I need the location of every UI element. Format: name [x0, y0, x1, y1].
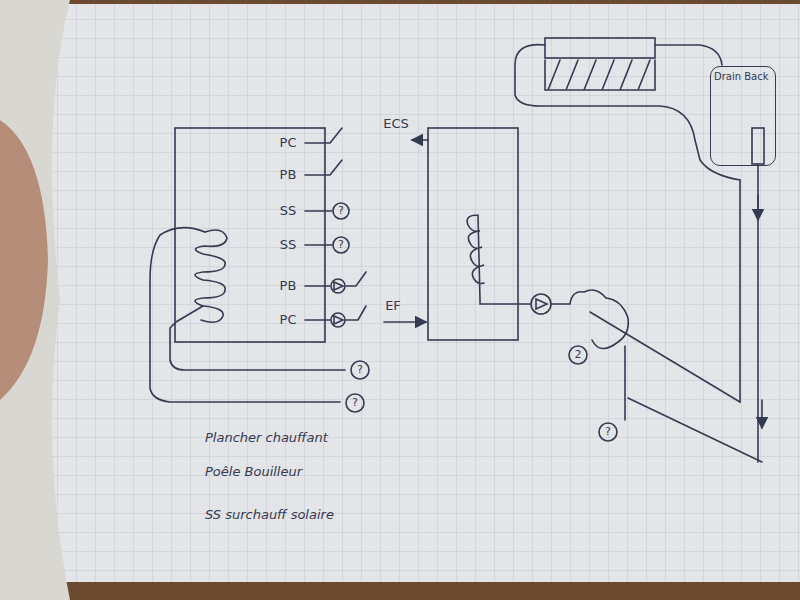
port-label: EF: [385, 299, 401, 313]
port-label: PC: [280, 313, 297, 327]
note-text: SS surchauff solaire: [205, 508, 334, 522]
drain-back-tank: Drain Back: [710, 66, 776, 166]
port-label: SS: [280, 238, 297, 252]
port-label: PB: [280, 279, 297, 293]
callout-number: ?: [605, 426, 611, 438]
port-label: PB: [280, 168, 297, 182]
callout-number: 2: [575, 349, 582, 361]
node-label: Drain Back: [711, 67, 775, 82]
callout-number: ?: [357, 364, 363, 376]
callout-number: ?: [352, 397, 358, 409]
callout-number: ?: [338, 205, 344, 217]
note-text: Plancher chauffant: [205, 431, 328, 445]
callout-number: ?: [338, 239, 344, 251]
port-label: PC: [280, 136, 297, 150]
port-label: SS: [280, 204, 297, 218]
port-label: ECS: [383, 117, 409, 131]
note-text: Poêle Bouilleur: [205, 465, 302, 479]
